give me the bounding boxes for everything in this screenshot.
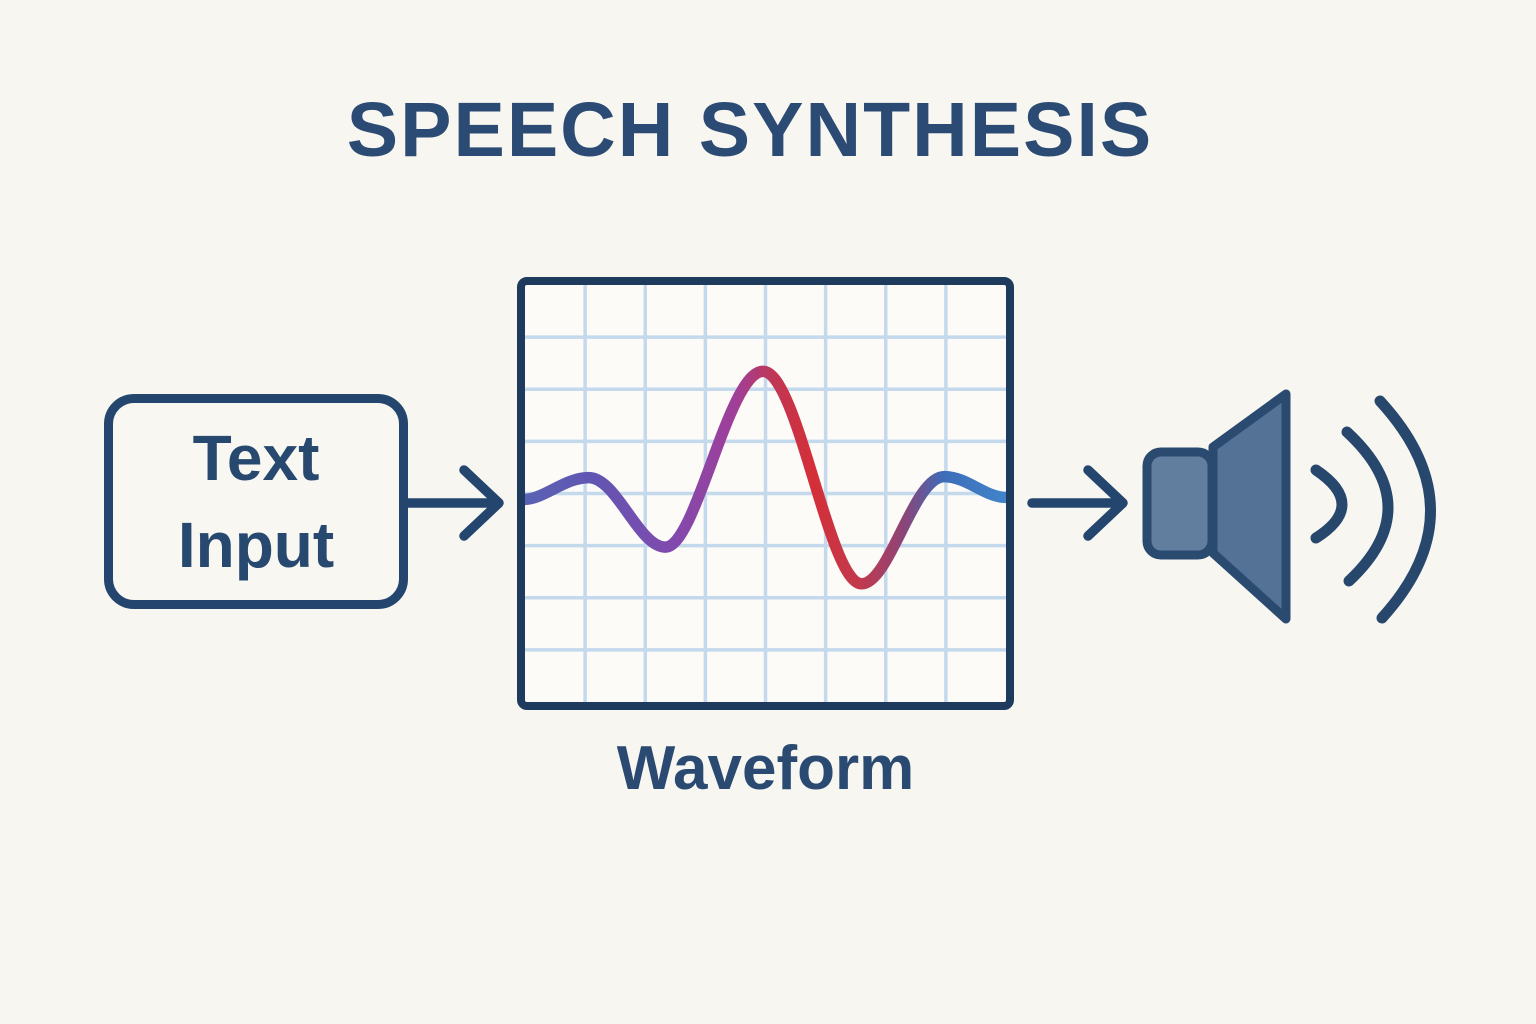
sound-wave-arc-1 — [1310, 464, 1348, 544]
flow-arrow-2 — [1027, 465, 1128, 541]
text-input-label-line2: Input — [177, 508, 335, 581]
arrow-right-icon — [403, 465, 504, 541]
waveform-grid — [525, 285, 1006, 702]
speaker-body — [1142, 447, 1217, 560]
text-input-node: Text Input — [104, 394, 408, 609]
page-title: SPEECH SYNTHESIS — [346, 87, 1154, 173]
sound-wave-arc-3 — [1374, 395, 1436, 624]
arrow-right-icon — [1027, 465, 1128, 541]
sound-waves-icon — [1310, 395, 1436, 624]
text-input-label-line1: Text — [192, 422, 320, 495]
waveform-chart — [525, 285, 1006, 702]
waveform-wave — [525, 365, 1006, 590]
speaker-icon — [1142, 389, 1436, 624]
flow-arrow-1 — [403, 465, 504, 541]
waveform-label: Waveform — [616, 734, 915, 803]
waveform-panel — [517, 277, 1014, 710]
speaker-horn — [1208, 389, 1291, 624]
sound-wave-arc-2 — [1341, 426, 1394, 587]
